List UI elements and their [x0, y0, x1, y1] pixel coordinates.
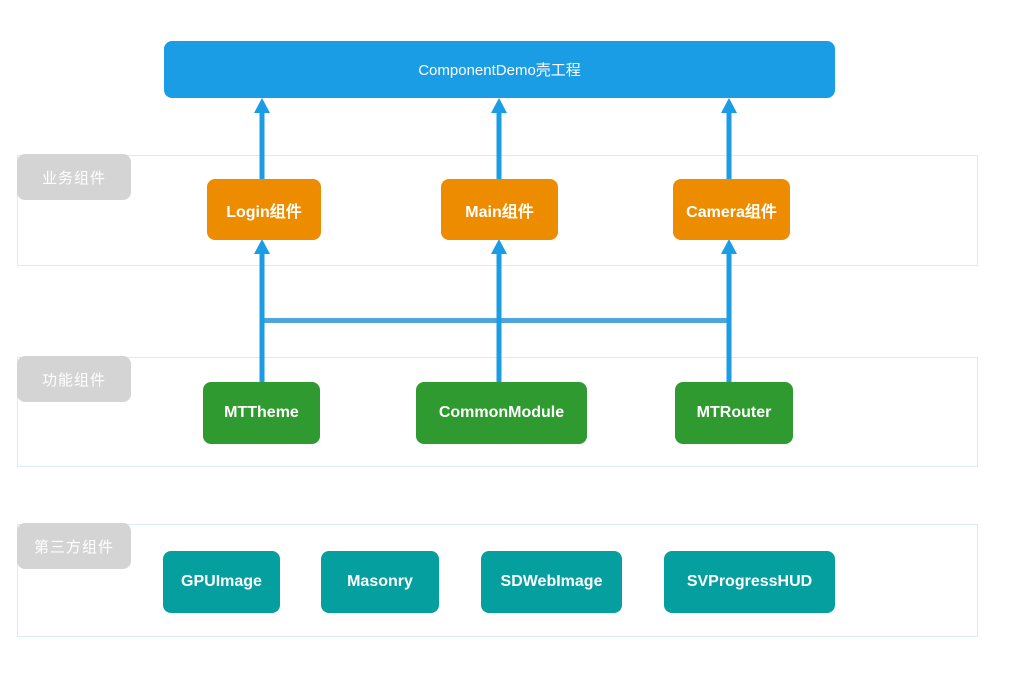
node-masonry: Masonry [321, 551, 439, 613]
node-main-component: Main组件 [441, 179, 558, 240]
section-label-thirdparty: 第三方组件 [17, 523, 131, 569]
arrow-camera-to-shell-head-icon [721, 98, 737, 113]
node-svprogresshud: SVProgressHUD [664, 551, 835, 613]
node-shell-project: ComponentDemo壳工程 [164, 41, 835, 98]
node-mtrouter: MTRouter [675, 382, 793, 444]
node-gpuimage: GPUImage [163, 551, 280, 613]
arrow-login-to-shell-head-icon [254, 98, 270, 113]
node-sdwebimage: SDWebImage [481, 551, 622, 613]
section-label-function: 功能组件 [17, 356, 131, 402]
node-mttheme: MTTheme [203, 382, 320, 444]
node-login-component: Login组件 [207, 179, 321, 240]
arrow-main-to-shell-head-icon [491, 98, 507, 113]
node-camera-component: Camera组件 [673, 179, 790, 240]
node-commonmodule: CommonModule [416, 382, 587, 444]
section-label-business: 业务组件 [17, 154, 131, 200]
